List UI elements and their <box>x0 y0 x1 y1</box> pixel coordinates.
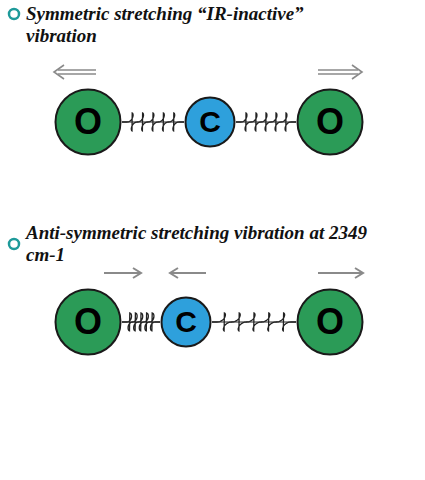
atom-label-holder: C <box>160 296 212 348</box>
atom-circle: O <box>54 288 122 356</box>
heading-text: Symmetric stretching “IR-inactive” vibra… <box>26 3 376 47</box>
bullet-ring <box>9 239 19 249</box>
atom-label-holder: O <box>296 288 364 356</box>
atom-circle: O <box>296 88 364 156</box>
atom-label-holder: O <box>54 88 122 156</box>
atom-circle: O <box>296 288 364 356</box>
bond-spring <box>122 313 160 331</box>
atom-label-holder: O <box>296 88 364 156</box>
atom-symbol: O <box>74 301 102 343</box>
atom-symbol: C <box>175 305 197 339</box>
atom-circle: C <box>184 96 236 148</box>
bullet-ring <box>9 9 19 19</box>
atom-circle: C <box>160 296 212 348</box>
atom-symbol: O <box>74 101 102 143</box>
atom-symbol: C <box>199 105 221 139</box>
displacement-arrow <box>54 65 96 79</box>
displacement-arrow <box>318 268 363 278</box>
atom-label-holder: O <box>54 288 122 356</box>
displacement-arrow <box>170 268 206 278</box>
bond-spring <box>122 113 184 131</box>
atom-symbol: O <box>316 301 344 343</box>
bond-spring <box>212 313 296 331</box>
atom-label-holder: C <box>184 96 236 148</box>
atom-circle: O <box>54 88 122 156</box>
displacement-arrow <box>318 65 362 79</box>
displacement-arrow <box>104 268 141 278</box>
bond-spring <box>236 113 296 131</box>
heading-text: Anti-symmetric stretching vibration at 2… <box>26 222 376 266</box>
atom-symbol: O <box>316 101 344 143</box>
